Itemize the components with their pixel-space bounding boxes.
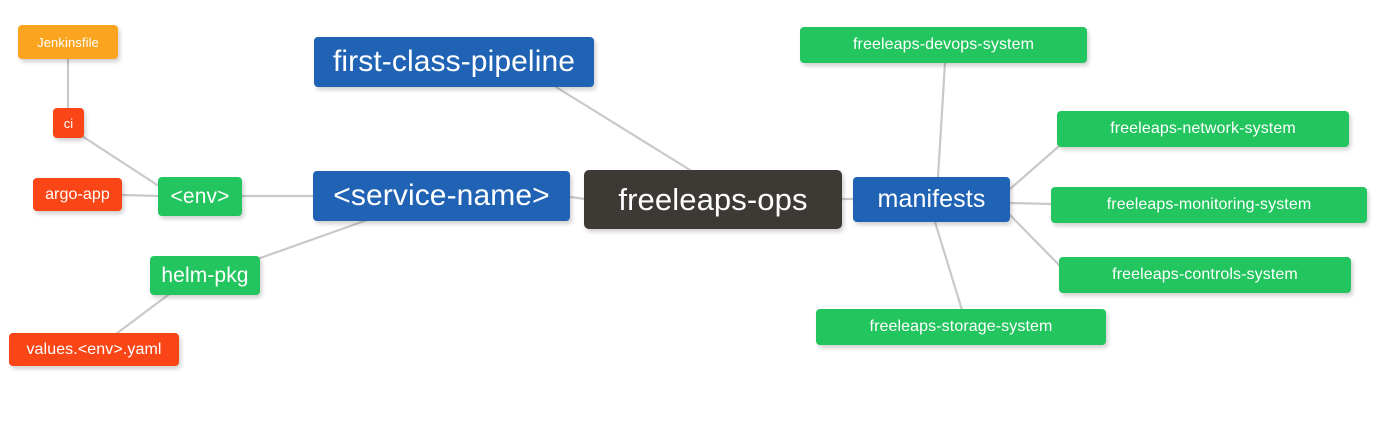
- node-label: freeleaps-controls-system: [1112, 266, 1298, 283]
- node-root-freeleaps-ops[interactable]: freeleaps-ops: [584, 170, 842, 229]
- node-ci[interactable]: ci: [53, 108, 84, 138]
- node-env[interactable]: <env>: [158, 177, 242, 216]
- node-label: manifests: [877, 185, 986, 213]
- node-freeleaps-network-system[interactable]: freeleaps-network-system: [1057, 111, 1349, 147]
- edge-manifests-storage: [933, 220, 964, 312]
- node-label: values.<env>.yaml: [26, 340, 162, 358]
- node-freeleaps-devops-system[interactable]: freeleaps-devops-system: [800, 27, 1087, 63]
- node-helm-pkg[interactable]: helm-pkg: [150, 256, 260, 295]
- node-freeleaps-storage-system[interactable]: freeleaps-storage-system: [816, 309, 1106, 345]
- edge-manifests-monitoring: [1008, 201, 1054, 206]
- node-label: Jenkinsfile: [37, 34, 99, 50]
- node-jenkinsfile[interactable]: Jenkinsfile: [18, 25, 118, 59]
- edge-argoapp-env: [120, 193, 162, 198]
- node-label: first-class-pipeline: [332, 45, 576, 78]
- node-freeleaps-controls-system[interactable]: freeleaps-controls-system: [1059, 257, 1351, 293]
- edge-manifests-devops: [936, 61, 947, 179]
- node-label: ci: [63, 115, 74, 131]
- edge-manifests-network: [1008, 145, 1060, 191]
- node-freeleaps-monitoring-system[interactable]: freeleaps-monitoring-system: [1051, 187, 1367, 223]
- node-label: argo-app: [45, 185, 110, 203]
- edge-helmpkg-servicename: [247, 217, 372, 264]
- node-argo-app[interactable]: argo-app: [33, 178, 122, 211]
- node-label: freeleaps-devops-system: [852, 36, 1035, 53]
- edge-firstclasspipeline-root: [554, 85, 692, 172]
- node-label: freeleaps-ops: [618, 181, 808, 217]
- node-label: <service-name>: [333, 179, 550, 212]
- node-values-env-yaml[interactable]: values.<env>.yaml: [9, 333, 179, 366]
- node-label: helm-pkg: [161, 263, 249, 287]
- node-label: <env>: [170, 184, 230, 208]
- node-service-name[interactable]: <service-name>: [313, 171, 570, 221]
- node-label: freeleaps-storage-system: [869, 318, 1053, 335]
- node-manifests[interactable]: manifests: [853, 177, 1010, 222]
- node-first-class-pipeline[interactable]: first-class-pipeline: [314, 37, 594, 87]
- node-label: freeleaps-network-system: [1110, 120, 1296, 137]
- edge-servicename-root: [568, 195, 587, 201]
- node-label: freeleaps-monitoring-system: [1106, 196, 1312, 213]
- edge-valuesyaml-helmpkg: [114, 290, 174, 336]
